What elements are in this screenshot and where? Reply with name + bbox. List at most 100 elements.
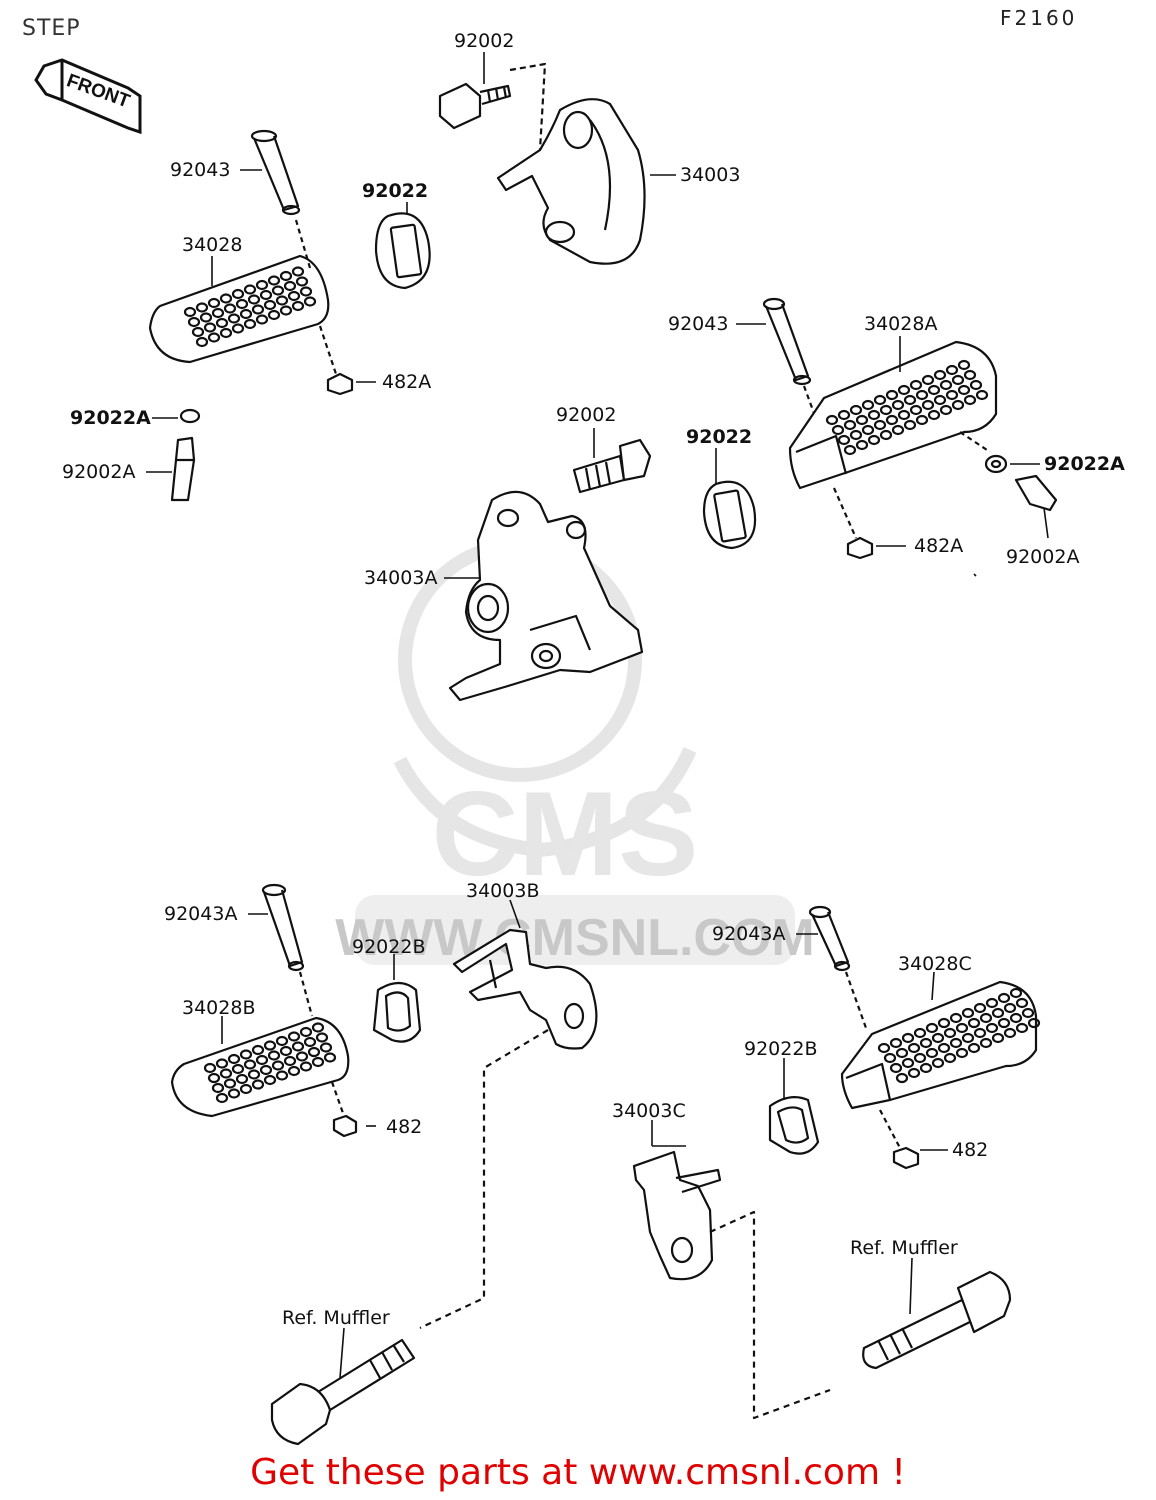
grip-stud xyxy=(279,270,293,282)
label-ref-muffler-left: Ref. Muffler xyxy=(282,1307,390,1329)
label-482A-right: 482A xyxy=(914,535,964,557)
grip-stud xyxy=(267,1050,281,1061)
grip-stud xyxy=(967,1042,981,1054)
grip-stud xyxy=(223,303,237,314)
grip-stud xyxy=(837,409,851,421)
grip-stud xyxy=(919,1062,933,1074)
grip-stud xyxy=(927,409,941,421)
leader-pin-ll xyxy=(298,971,314,1017)
pin-92043A-left xyxy=(261,883,305,972)
grip-stud xyxy=(275,295,289,306)
grip-stud xyxy=(199,312,213,323)
grip-stud xyxy=(243,318,257,330)
grip-stud xyxy=(235,1073,249,1085)
watermark-brand: CMS xyxy=(432,767,699,901)
grip-stud xyxy=(227,313,241,324)
grip-stud xyxy=(231,323,245,334)
cta-link[interactable]: Get these parts at www.cmsnl.com ! xyxy=(250,1452,906,1493)
label-92043-tr: 92043 xyxy=(668,313,729,335)
grip-stud xyxy=(873,394,887,406)
grip-stud xyxy=(879,429,893,441)
label-34003A: 34003A xyxy=(364,567,438,589)
grip-stud xyxy=(207,297,221,309)
footpeg-34028C xyxy=(840,980,1041,1110)
grip-stud xyxy=(925,1022,939,1034)
grip-stud xyxy=(885,414,899,426)
label-92022B-right: 92022B xyxy=(744,1038,818,1060)
grip-stud xyxy=(211,1082,225,1094)
bolt-92002-top xyxy=(438,82,512,130)
grip-stud xyxy=(943,1027,957,1039)
grip-stud xyxy=(889,1037,903,1049)
grip-stud xyxy=(291,1041,305,1052)
bracket-34003A xyxy=(448,490,644,702)
grip-stud xyxy=(319,1042,333,1053)
grip-stud xyxy=(909,379,923,391)
grip-stud xyxy=(831,424,845,436)
leader-92022A-r xyxy=(959,431,991,453)
grip-stud xyxy=(191,326,205,338)
grip-stud xyxy=(267,275,281,286)
label-92002A-right: 92002A xyxy=(1006,546,1080,568)
grip-stud xyxy=(295,1051,309,1062)
label-92002-mid: 92002 xyxy=(556,404,617,426)
grip-stud xyxy=(909,404,923,416)
grip-stud xyxy=(239,1049,253,1060)
grip-stud xyxy=(251,1044,265,1056)
grip-stud xyxy=(991,1032,1005,1044)
leader-pin-r xyxy=(802,385,820,425)
nut-482-left xyxy=(332,1114,358,1138)
grip-stud xyxy=(311,1022,325,1033)
grip-stud xyxy=(957,359,971,371)
label-482-right: 482 xyxy=(952,1139,989,1161)
grip-stud xyxy=(219,293,233,304)
grip-stud xyxy=(255,279,269,291)
watermark-url: WWW.CMSNL.COM xyxy=(335,909,814,967)
grip-stud xyxy=(195,302,209,313)
grip-stud xyxy=(913,1052,927,1064)
grip-stud xyxy=(231,1063,245,1075)
grip-stud xyxy=(895,1047,909,1059)
grip-stud xyxy=(259,289,273,301)
grip-stud xyxy=(915,389,929,401)
grip-stud xyxy=(207,1072,221,1084)
grip-stud xyxy=(955,1047,969,1059)
grip-stud xyxy=(299,1026,313,1038)
grip-stud xyxy=(957,384,971,396)
grip-stud xyxy=(861,399,875,411)
grip-stud xyxy=(997,1017,1011,1029)
label-92022-tl: 92022 xyxy=(362,180,429,202)
grip-stud xyxy=(279,1045,293,1057)
grip-stud xyxy=(251,304,265,315)
label-92043-tl: 92043 xyxy=(170,159,231,181)
grip-stud xyxy=(223,1078,237,1089)
grip-stud xyxy=(939,404,953,416)
grip-stud xyxy=(271,285,285,296)
grip-stud xyxy=(889,1062,903,1074)
leader-482-l xyxy=(330,1081,346,1117)
label-92022A-left: 92022A xyxy=(70,407,151,429)
figure-code: F2160 xyxy=(1000,6,1078,30)
grip-stud xyxy=(1021,1007,1035,1019)
grip-stud xyxy=(897,409,911,421)
grip-stud xyxy=(915,414,929,426)
grip-stud xyxy=(203,322,217,333)
grip-stud xyxy=(275,1035,289,1047)
grip-stud xyxy=(183,306,197,318)
grip-stud xyxy=(311,1056,325,1068)
leader-34003B xyxy=(419,1029,549,1329)
grip-stud xyxy=(861,424,875,436)
grip-stud xyxy=(279,305,293,316)
grip-stud xyxy=(901,1032,915,1044)
grip-stud xyxy=(227,1088,241,1099)
leader-482A-l xyxy=(318,325,338,375)
leader-482-r xyxy=(879,1109,901,1149)
grip-stud xyxy=(855,439,869,451)
grip-stud xyxy=(931,1057,945,1069)
grip-stud xyxy=(323,1052,337,1063)
grip-stud xyxy=(933,369,947,381)
pin-92043A-right xyxy=(808,905,851,972)
leader-pin-rr xyxy=(844,971,868,1029)
washer-92022B-right xyxy=(768,1095,820,1155)
